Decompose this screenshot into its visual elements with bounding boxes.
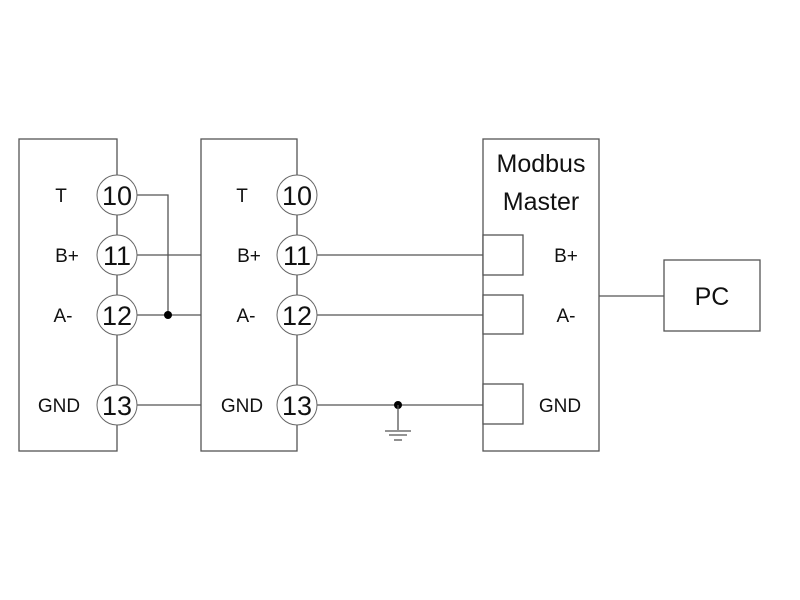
master-port-b-plus bbox=[482, 234, 524, 276]
pin-circle bbox=[276, 294, 318, 336]
master-port-gnd bbox=[482, 383, 524, 425]
pin-label: A- bbox=[237, 306, 256, 327]
pin-circle bbox=[276, 174, 318, 216]
master-title-line1: Modbus bbox=[497, 150, 586, 178]
pin-label: A- bbox=[54, 306, 73, 327]
master-port-label: B+ bbox=[554, 246, 578, 267]
pin-label: T bbox=[236, 186, 248, 207]
pin-number: 11 bbox=[103, 241, 131, 271]
pin-circle bbox=[96, 234, 138, 276]
pin-label: B+ bbox=[55, 246, 79, 267]
pin-circle bbox=[276, 384, 318, 426]
pin-circle bbox=[96, 294, 138, 336]
jumper-wire-10-12 bbox=[137, 194, 169, 315]
junction-dot bbox=[164, 311, 172, 319]
master-port-a-minus bbox=[482, 294, 524, 335]
pin-number: 13 bbox=[282, 391, 312, 421]
pin-number: 12 bbox=[102, 301, 132, 331]
pin-number: 10 bbox=[102, 181, 132, 211]
pin-circle bbox=[96, 384, 138, 426]
master-title-line2: Master bbox=[503, 188, 579, 216]
master-port-label: GND bbox=[539, 396, 581, 417]
ground-icon bbox=[385, 405, 411, 441]
pc-box bbox=[663, 259, 761, 332]
modbus-master: Modbus Master B+ A- GND bbox=[482, 138, 600, 452]
pc-label: PC bbox=[695, 283, 730, 311]
pin-label: GND bbox=[38, 396, 80, 417]
pin-number: 11 bbox=[283, 241, 311, 271]
pin-number: 10 bbox=[282, 181, 312, 211]
pin-number: 13 bbox=[102, 391, 132, 421]
master-port-label: A- bbox=[557, 306, 576, 327]
pin-circle bbox=[96, 174, 138, 216]
device-1-pins: 10 11 12 13 T B+ A- GND bbox=[38, 174, 138, 426]
pin-label: B+ bbox=[237, 246, 261, 267]
pin-label: T bbox=[55, 186, 67, 207]
pin-number: 12 bbox=[282, 301, 312, 331]
pc: PC bbox=[663, 259, 761, 332]
device-2-pins: 10 11 12 13 T B+ A- GND bbox=[221, 174, 318, 426]
pin-label: GND bbox=[221, 396, 263, 417]
pin-circle bbox=[276, 234, 318, 276]
wires bbox=[137, 194, 664, 409]
